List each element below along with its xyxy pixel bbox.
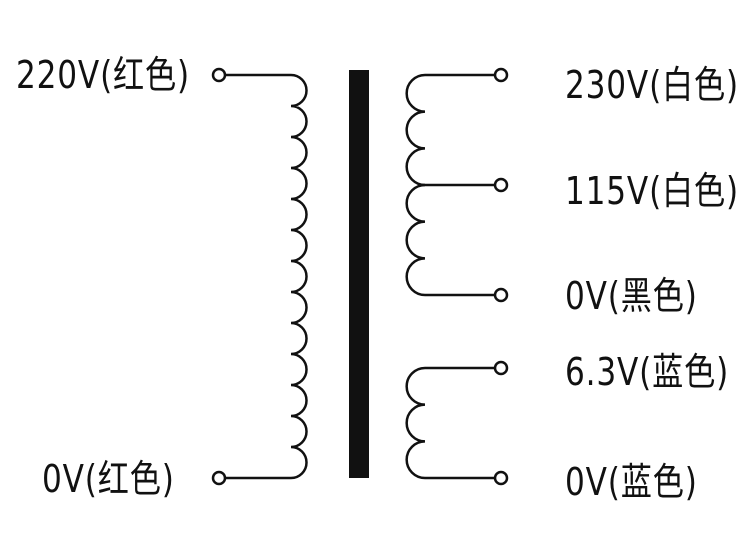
primary-coil — [290, 73, 308, 480]
label-0v-black: 0V(黑色) — [565, 274, 698, 318]
terminal-0v-black — [493, 287, 509, 303]
terminal-primary-top — [211, 67, 227, 83]
terminal-primary-bottom — [211, 470, 227, 486]
terminal-230v — [493, 67, 509, 83]
terminal-0v-blue — [493, 470, 509, 486]
label-6-3v: 6.3V(蓝色) — [565, 350, 730, 394]
primary-winding — [226, 73, 308, 480]
label-primary-0v: 0V(红色) — [42, 457, 175, 501]
terminal-6-3v — [493, 360, 509, 376]
terminal-115v — [493, 177, 509, 193]
label-primary-220v: 220V(红色) — [16, 53, 190, 97]
label-0v-blue: 0V(蓝色) — [565, 460, 698, 504]
secondary-high-winding — [405, 73, 495, 297]
label-230v: 230V(白色) — [565, 63, 739, 107]
transformer-core — [349, 70, 369, 478]
label-115v: 115V(白色) — [565, 169, 739, 213]
secondary-low-coil — [405, 366, 426, 480]
secondary-low-winding — [405, 366, 495, 480]
